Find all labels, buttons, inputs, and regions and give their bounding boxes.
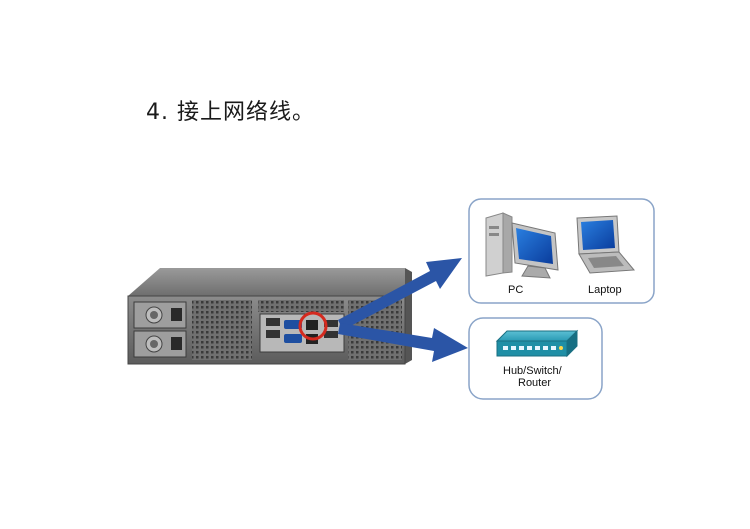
- power-supply-bottom: [133, 330, 187, 358]
- lan-port-highlight-ring: [298, 311, 328, 341]
- vent-grid-left: [192, 300, 252, 360]
- pc-icon: [485, 212, 559, 279]
- arrow-to-computers: [338, 258, 462, 330]
- vent-grid-top: [258, 300, 344, 312]
- arrow-to-hub: [338, 323, 468, 362]
- lan-port[interactable]: [306, 320, 318, 330]
- laptop-label: Laptop: [588, 284, 622, 296]
- power-supply-top: [133, 301, 187, 329]
- pc-label: PC: [508, 284, 523, 296]
- step-title: 4. 接上网络线。: [146, 100, 315, 125]
- hub-label-line1: Hub/Switch/: [503, 365, 563, 377]
- hub-label-line2: Router: [518, 377, 551, 389]
- server-top: [128, 268, 405, 296]
- hub-switch-router-icon: [495, 329, 579, 358]
- laptop-icon: [576, 215, 636, 274]
